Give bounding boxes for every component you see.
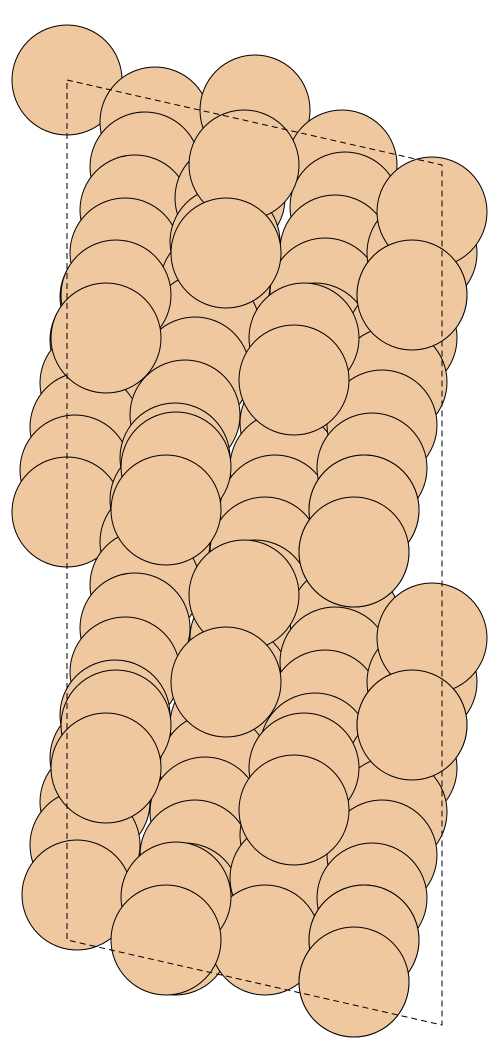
atom-sphere	[50, 712, 162, 824]
atom-sphere	[298, 496, 410, 608]
atom-layer	[11, 24, 488, 1038]
atom-sphere	[170, 626, 282, 738]
atom-sphere	[110, 454, 222, 566]
atom-sphere	[238, 754, 350, 866]
atom-sphere	[50, 282, 162, 394]
atom-sphere	[170, 197, 282, 309]
atom-sphere	[356, 669, 468, 781]
atom-sphere	[356, 239, 468, 351]
unit-cell-boundary	[66, 79, 443, 1026]
atom-sphere	[110, 884, 222, 996]
atom-sphere	[238, 324, 350, 436]
atom-sphere	[298, 926, 410, 1038]
unit-cell-outline	[66, 79, 443, 1026]
